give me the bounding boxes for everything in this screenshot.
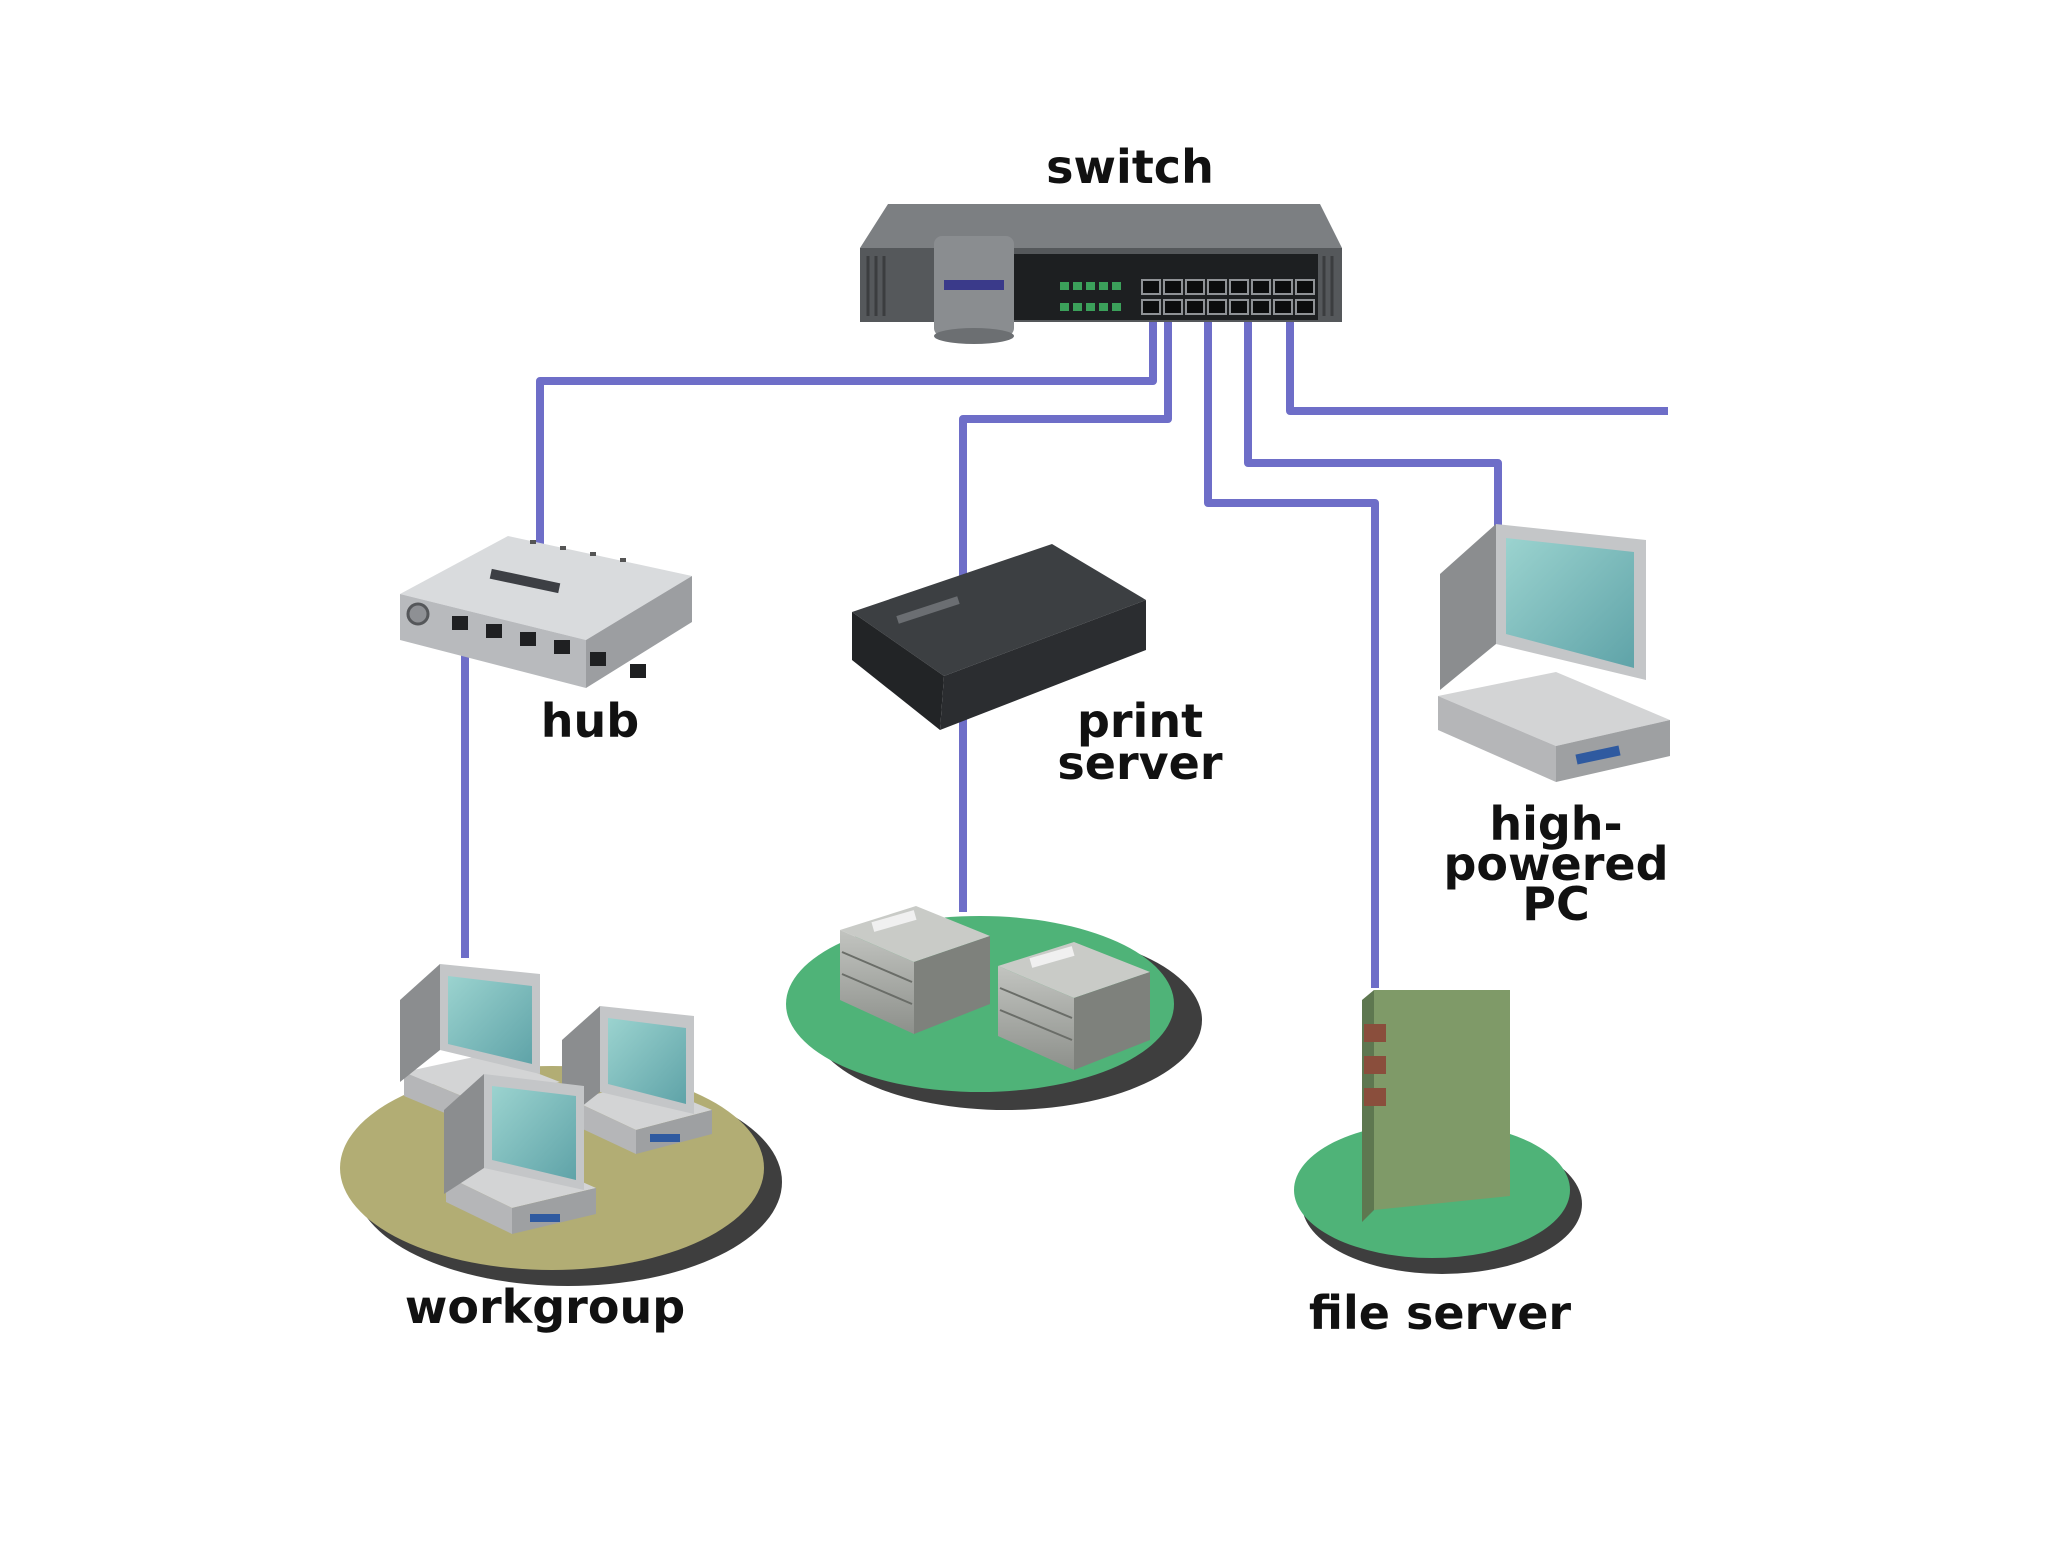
- switch-label: switch: [1046, 140, 1214, 194]
- cable-group: [461, 310, 1668, 988]
- high-powered-pc-label: high- powered PC: [1436, 797, 1676, 931]
- file-server-icon: [1294, 990, 1582, 1274]
- workgroup-label: workgroup: [404, 1280, 686, 1334]
- print-server-label-line-1: print: [1076, 694, 1204, 748]
- hub-icon: [400, 536, 692, 688]
- high-powered-pc-label-line-2: powered: [1443, 837, 1669, 891]
- cable-switch-to-print-server: [959, 310, 1172, 585]
- print-server-label: print server: [1040, 694, 1240, 790]
- printer-icon: [998, 942, 1150, 1070]
- file-server-label: file server: [1308, 1286, 1572, 1340]
- desktop-pc-icon: [1438, 524, 1670, 782]
- printers-group: [786, 906, 1202, 1110]
- cable-switch-to-right-edge: [1286, 310, 1668, 415]
- workgroup-group: [340, 964, 782, 1286]
- switch-icon: [860, 204, 1342, 344]
- cable-switch-to-high-powered-pc: [1244, 310, 1502, 528]
- cable-switch-to-hub: [536, 310, 1157, 545]
- high-powered-pc-label-line-1: high-: [1489, 797, 1623, 851]
- high-powered-pc-label-line-3: PC: [1522, 877, 1590, 931]
- hub-label: hub: [540, 694, 640, 748]
- print-server-label-line-2: server: [1057, 736, 1223, 790]
- printer-icon: [840, 906, 990, 1034]
- desktop-pc-icon: [444, 1074, 596, 1234]
- print-server-icon: [852, 544, 1146, 730]
- cable-switch-to-file-server: [1204, 310, 1379, 988]
